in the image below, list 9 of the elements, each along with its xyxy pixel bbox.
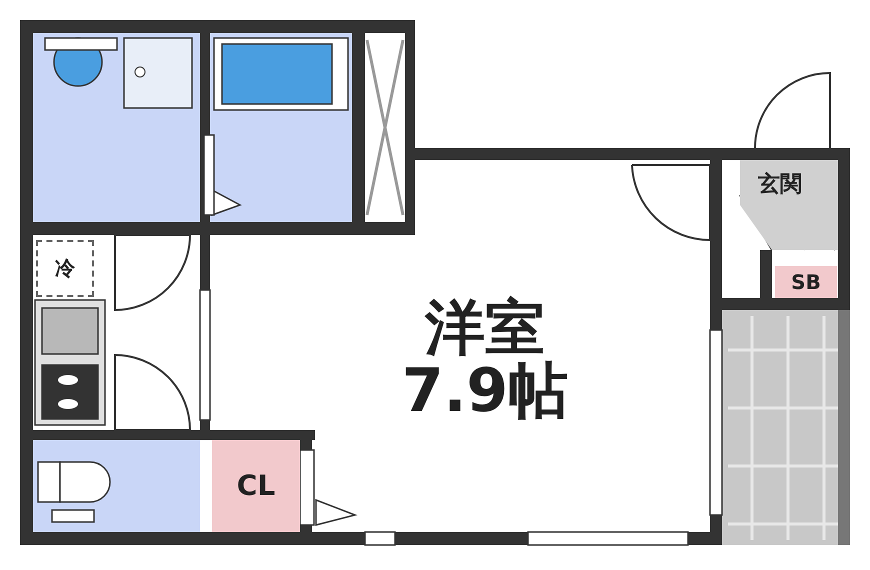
refrigerator-space <box>36 240 94 297</box>
room-label: SB <box>791 272 821 292</box>
room-size: 7.9帖 <box>402 360 568 423</box>
room-name: 洋室 <box>425 297 545 360</box>
room-label: CL <box>236 471 276 501</box>
room-label: 冷 <box>55 258 75 279</box>
closet-area <box>212 440 300 532</box>
shoe-box-area <box>775 266 837 298</box>
room-label: 玄関 <box>758 173 802 197</box>
